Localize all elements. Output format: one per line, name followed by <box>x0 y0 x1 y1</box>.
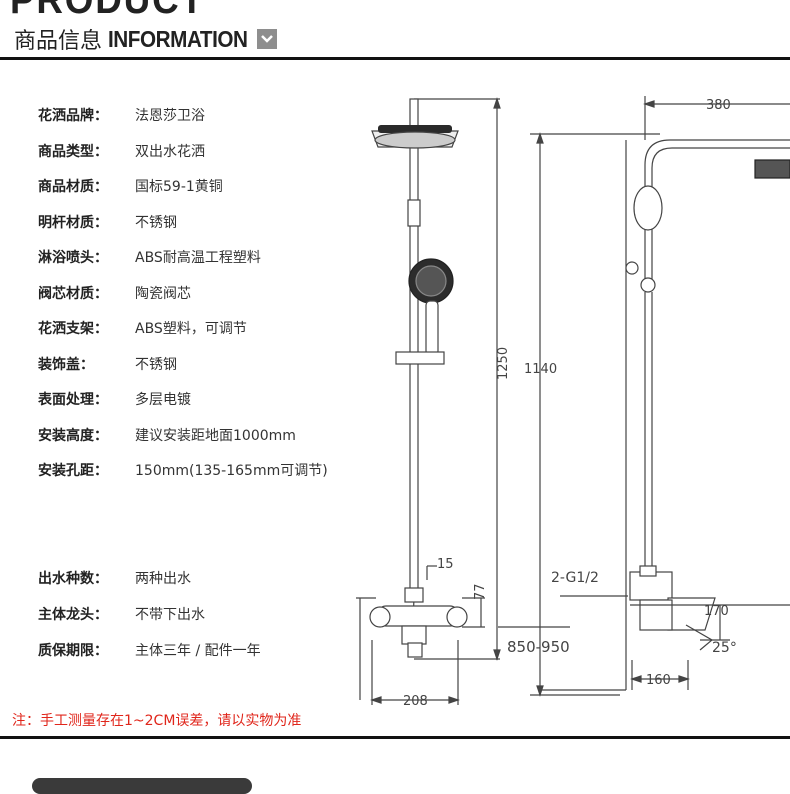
spec-value: 不锈钢 <box>135 357 177 373</box>
spec-value: 主体三年 / 配件一年 <box>135 643 261 659</box>
dim-380: 380 <box>706 98 731 113</box>
dim-1250: 1250 <box>496 347 511 380</box>
footer-divider <box>0 736 790 739</box>
spec-label: 阀芯材质： <box>38 286 108 302</box>
spec-label: 表面处理： <box>38 392 108 408</box>
product-heading: PRODUCT <box>10 0 205 22</box>
dim-850-950: 850-950 <box>507 638 570 656</box>
spec-label: 安装高度： <box>38 428 108 444</box>
section-title-en: INFORMATION <box>108 25 248 52</box>
front-view <box>356 97 501 705</box>
spec-label: 花洒品牌： <box>38 108 108 124</box>
dim-170: 170 <box>704 604 729 619</box>
spec-label: 安装孔距： <box>38 463 108 479</box>
spec-value: 双出水花洒 <box>135 144 205 160</box>
spec-value: 国标59-1黄铜 <box>135 179 223 195</box>
spec-value: 150mm(135-165mm可调节) <box>135 463 328 479</box>
spec-label: 淋浴喷头： <box>38 250 108 266</box>
spec-value: 法恩莎卫浴 <box>135 108 205 124</box>
spec-value: 陶瓷阀芯 <box>135 286 191 302</box>
dim-15: 15 <box>437 557 454 572</box>
next-section-tab <box>32 778 252 794</box>
spec-value: 多层电镀 <box>135 392 191 408</box>
side-view <box>498 96 790 697</box>
dim-208: 208 <box>403 694 428 709</box>
spec-value: 建议安装距地面1000mm <box>135 428 296 444</box>
chevron-down-icon <box>257 29 278 49</box>
spec-label: 商品材质： <box>38 179 108 195</box>
spec-label: 主体龙头： <box>38 607 108 623</box>
header-divider <box>0 57 790 60</box>
dim-thread: 2-G1/2 <box>551 570 599 586</box>
spec-label: 质保期限： <box>38 643 108 659</box>
dim-1140: 1140 <box>524 362 557 377</box>
spec-value: ABS耐高温工程塑料 <box>135 250 261 266</box>
dim-77: 77 <box>473 583 488 600</box>
spec-label: 花洒支架： <box>38 321 108 337</box>
dim-160: 160 <box>646 673 671 688</box>
spec-label: 出水种数： <box>38 571 108 587</box>
spec-label: 明杆材质： <box>38 215 108 231</box>
section-header: 商品信息 INFORMATION <box>14 22 278 56</box>
section-title-cn: 商品信息 <box>14 29 103 54</box>
spec-value: ABS塑料，可调节 <box>135 321 247 337</box>
spec-value: 两种出水 <box>135 571 191 587</box>
dim-angle: 25° <box>712 640 737 656</box>
measurement-note: 注：手工测量存在1~2CM误差，请以实物为准 <box>12 713 302 729</box>
spec-label: 装饰盖： <box>38 357 94 373</box>
spec-value: 不锈钢 <box>135 215 177 231</box>
spec-value: 不带下出水 <box>135 607 205 623</box>
spec-label: 商品类型： <box>38 144 108 160</box>
